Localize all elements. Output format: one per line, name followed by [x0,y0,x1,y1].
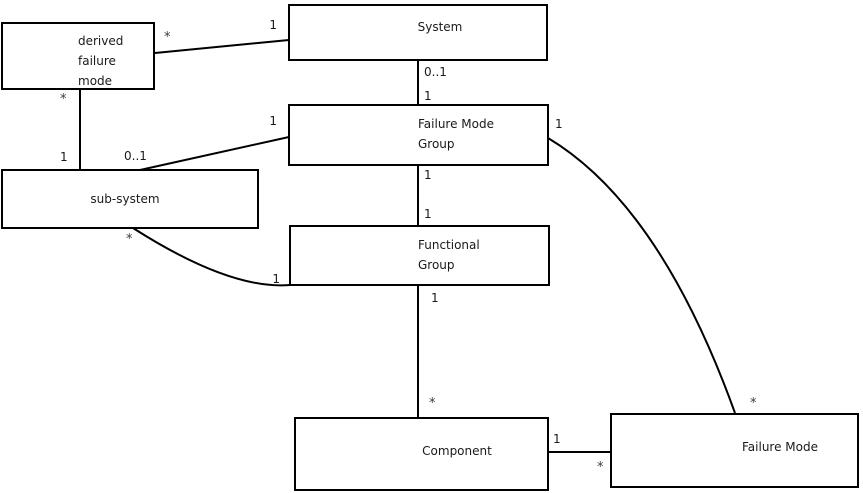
class-box-rect-failure-mode[interactable] [610,413,859,488]
association-derived-failure-mode-to-system [154,39,290,54]
multiplicity-mult-subsystem-fg-near-fg: 1 [272,272,280,286]
class-name-sub-system: sub-system [90,192,159,206]
class-box-derived-failure-mode[interactable]: derived failure mode [1,22,155,90]
association-failure-mode-group-to-failure-mode [547,137,736,414]
class-box-rect-system[interactable] [288,4,548,61]
multiplicity-mult-component-fm-near-component: 1 [553,432,561,446]
multiplicity-mult-fmg-fg-near-fg: 1 [424,207,432,221]
class-name-line: failure [78,54,116,68]
multiplicity-mult-subsystem-fg-near-subsystem: * [126,232,133,247]
class-name-derived-failure-mode: derived failure mode [78,34,123,88]
class-name-line: System [418,20,463,34]
class-box-rect-failure-mode-group[interactable] [288,104,549,166]
class-name-line: Failure Mode [418,117,494,131]
multiplicity-mult-subsystem-fmg-near-fmg: 1 [269,114,277,128]
multiplicity-mult-dfm-subsystem-near-subsystem: 1 [60,150,68,164]
multiplicity-mult-system-fmg-near-system: 0..1 [424,65,447,79]
association-sub-system-to-functional-group [132,227,291,287]
class-name-line: Component [422,444,492,458]
class-name-line: Group [418,137,455,151]
association-sub-system-to-failure-mode-group [139,136,290,171]
multiplicity-mult-component-fm-near-fm: * [597,460,604,475]
multiplicity-mult-fmg-fm-near-fmg: 1 [555,117,563,131]
multiplicity-mult-fmg-fg-near-fmg: 1 [424,168,432,182]
class-box-rect-derived-failure-mode[interactable] [1,22,155,90]
class-name-line: sub-system [90,192,159,206]
class-box-component[interactable]: Component [294,417,549,491]
class-name-component: Component [422,444,492,458]
multiplicity-mult-fg-component-near-fg: 1 [431,291,439,305]
class-box-rect-sub-system[interactable] [1,169,259,229]
class-name-line: derived [78,34,123,48]
class-name-system: System [418,20,463,34]
class-name-failure-mode: Failure Mode [742,440,818,454]
class-box-rect-functional-group[interactable] [289,225,550,286]
multiplicity-mult-fmg-fm-near-fm: * [750,396,757,411]
multiplicity-mult-subsystem-fmg-near-subsystem: 0..1 [124,149,147,163]
class-box-rect-component[interactable] [294,417,549,491]
class-box-system[interactable]: System [288,4,548,61]
multiplicity-mult-dfm-system-near-system: 1 [269,18,277,32]
multiplicity-mult-fg-component-near-component: * [429,396,436,411]
class-box-sub-system[interactable]: sub-system [1,169,259,229]
class-box-failure-mode[interactable]: Failure Mode [610,413,859,488]
multiplicity-mult-dfm-system-near-dfm: * [164,30,171,45]
class-name-line: Group [418,258,455,272]
class-name-line: Failure Mode [742,440,818,454]
connectors-layer [79,39,736,453]
multiplicity-mult-system-fmg-near-fmg: 1 [424,89,432,103]
multiplicity-mult-dfm-subsystem-near-dfm: * [60,92,67,107]
multiplicity-labels-layer: * 1 * 1 0..1 1 0..1 1 1 1 * 1 1 * 1 * 1 * [60,18,757,475]
class-name-line: Functional [418,238,480,252]
class-name-line: mode [78,74,112,88]
